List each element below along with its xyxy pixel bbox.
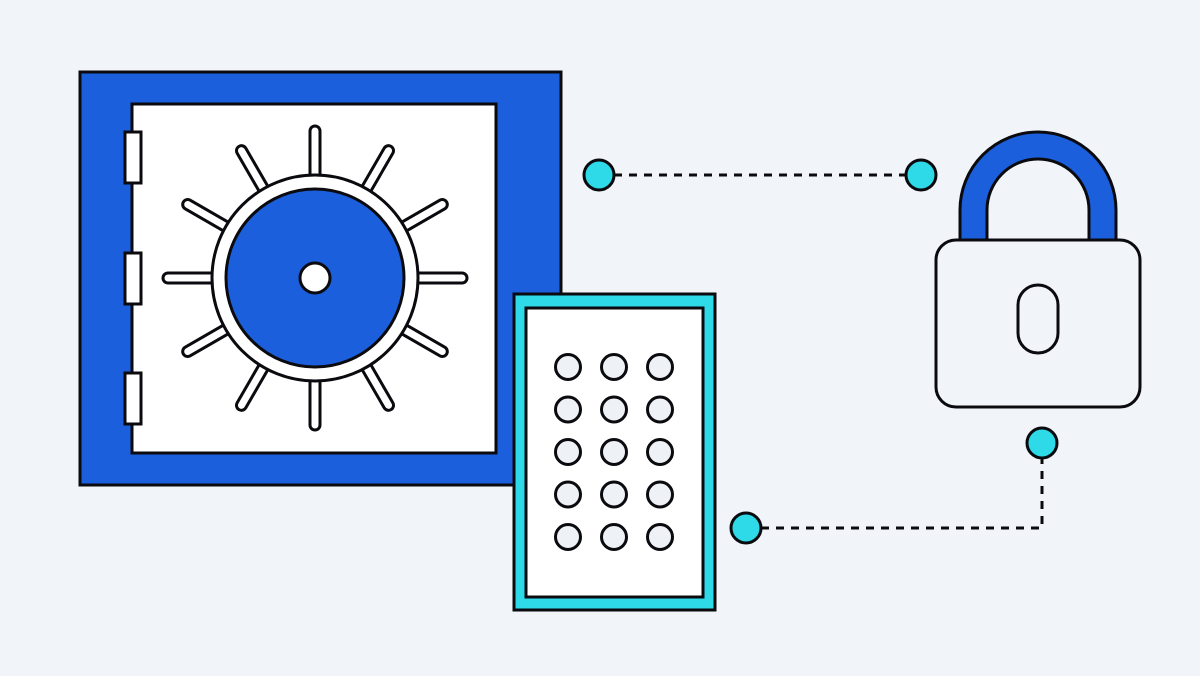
dial-spoke: [361, 147, 392, 195]
padlock-keyhole: [1016, 283, 1060, 355]
keypad-buttons: [554, 353, 674, 551]
dial-spoke: [184, 324, 232, 355]
connector-node-end: [1025, 426, 1059, 460]
vault-safe-icon: [78, 70, 563, 487]
dial-spoke: [398, 324, 446, 355]
hinge-top: [123, 130, 143, 185]
connector-node-start: [582, 158, 616, 192]
hinge-bottom: [123, 371, 143, 426]
connector-node-start: [729, 511, 763, 545]
keypad-button: [600, 523, 628, 551]
keypad-button: [646, 353, 674, 381]
dial-spoke: [184, 201, 232, 232]
connector-keypad-to-lock: [729, 426, 1059, 545]
dial-spokes: [161, 124, 469, 432]
keypad-button: [646, 438, 674, 466]
dial-spoke: [238, 361, 269, 409]
keypad-button: [554, 523, 582, 551]
keypad-button: [600, 438, 628, 466]
connector-safe-to-lock: [582, 158, 938, 192]
hinge-middle: [123, 251, 143, 306]
dial-spoke: [238, 147, 269, 195]
connector-node-end: [904, 158, 938, 192]
keypad-button: [600, 353, 628, 381]
keypad-button: [646, 395, 674, 424]
dashed-line: [746, 443, 1044, 530]
keypad-button: [554, 480, 582, 509]
keypad-button: [646, 523, 674, 551]
dial-spoke: [398, 201, 446, 232]
keypad-button: [554, 395, 582, 424]
keypad-icon: [512, 292, 717, 612]
keypad-button: [600, 395, 628, 424]
keypad-button: [600, 480, 628, 509]
dial-spoke: [361, 361, 392, 409]
padlock-icon: [934, 130, 1142, 409]
keypad-button: [554, 438, 582, 466]
dial-center: [298, 261, 332, 295]
keypad-button: [646, 480, 674, 509]
keypad-button: [554, 353, 582, 381]
safe-hinges: [123, 130, 143, 426]
padlock-shackle: [958, 130, 1118, 243]
